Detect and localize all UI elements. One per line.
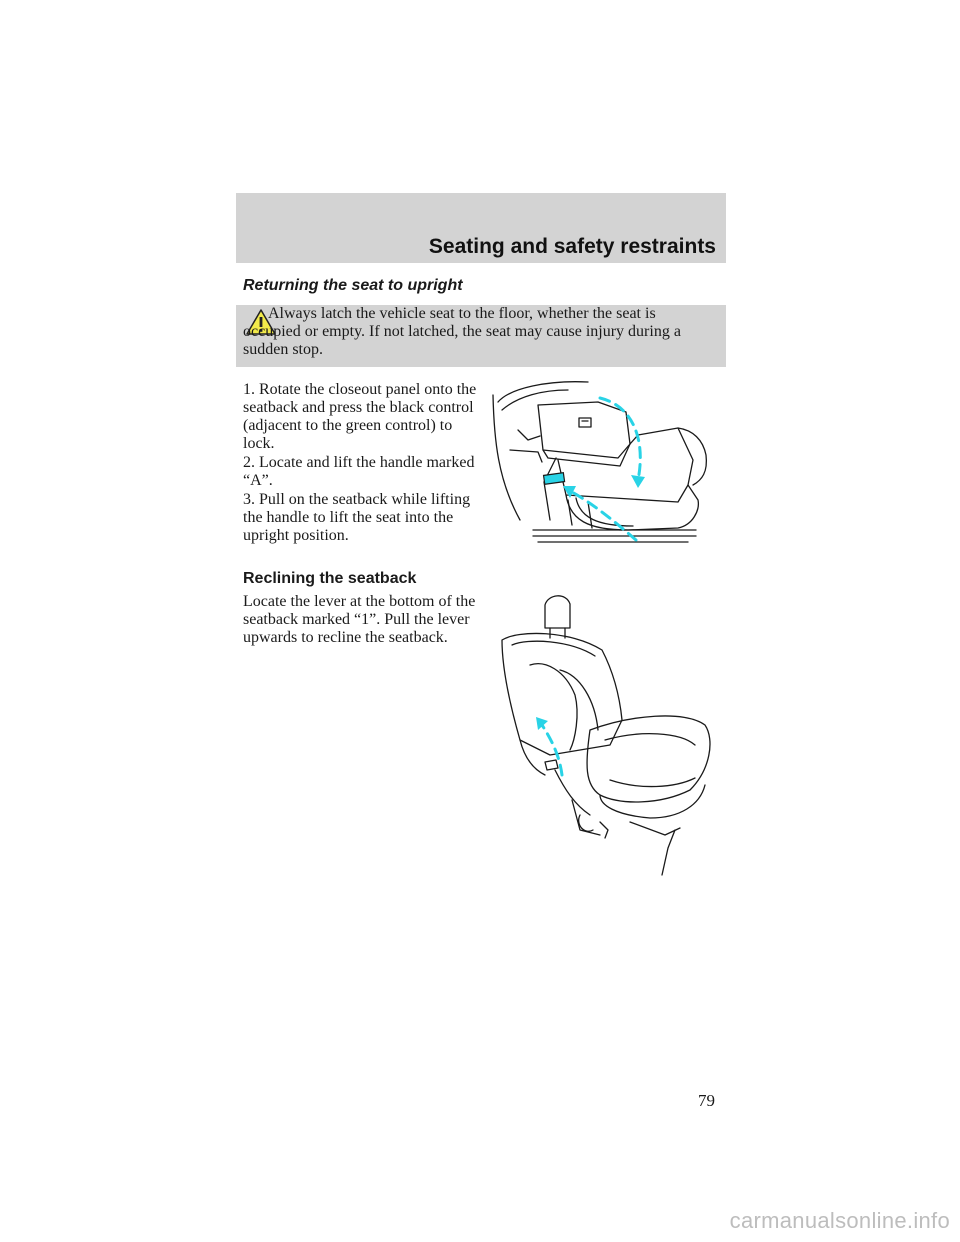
warning-triangle-icon bbox=[246, 309, 276, 335]
seat-recline-illustration bbox=[501, 595, 711, 876]
step-2: 2. Locate and lift the handle marked “A”… bbox=[243, 454, 475, 489]
header-band: Seating and safety restraints bbox=[236, 193, 726, 263]
warning-box: Always latch the vehicle seat to the flo… bbox=[236, 305, 726, 367]
section-title-reclining: Reclining the seatback bbox=[243, 570, 417, 587]
step-3: 3. Pull on the seatback while lifting th… bbox=[243, 491, 471, 544]
watermark: carmanualsonline.info bbox=[729, 1208, 950, 1233]
recline-instructions: Locate the lever at the bottom of the se… bbox=[243, 593, 476, 646]
section-title-returning: Returning the seat to upright bbox=[243, 277, 463, 294]
chapter-title: Seating and safety restraints bbox=[428, 235, 716, 258]
page-number: 79 bbox=[698, 1091, 715, 1110]
warning-text: Always latch the vehicle seat to the flo… bbox=[243, 305, 681, 358]
step-1: 1. Rotate the closeout panel onto the se… bbox=[243, 381, 477, 452]
seat-upright-illustration bbox=[492, 381, 708, 543]
